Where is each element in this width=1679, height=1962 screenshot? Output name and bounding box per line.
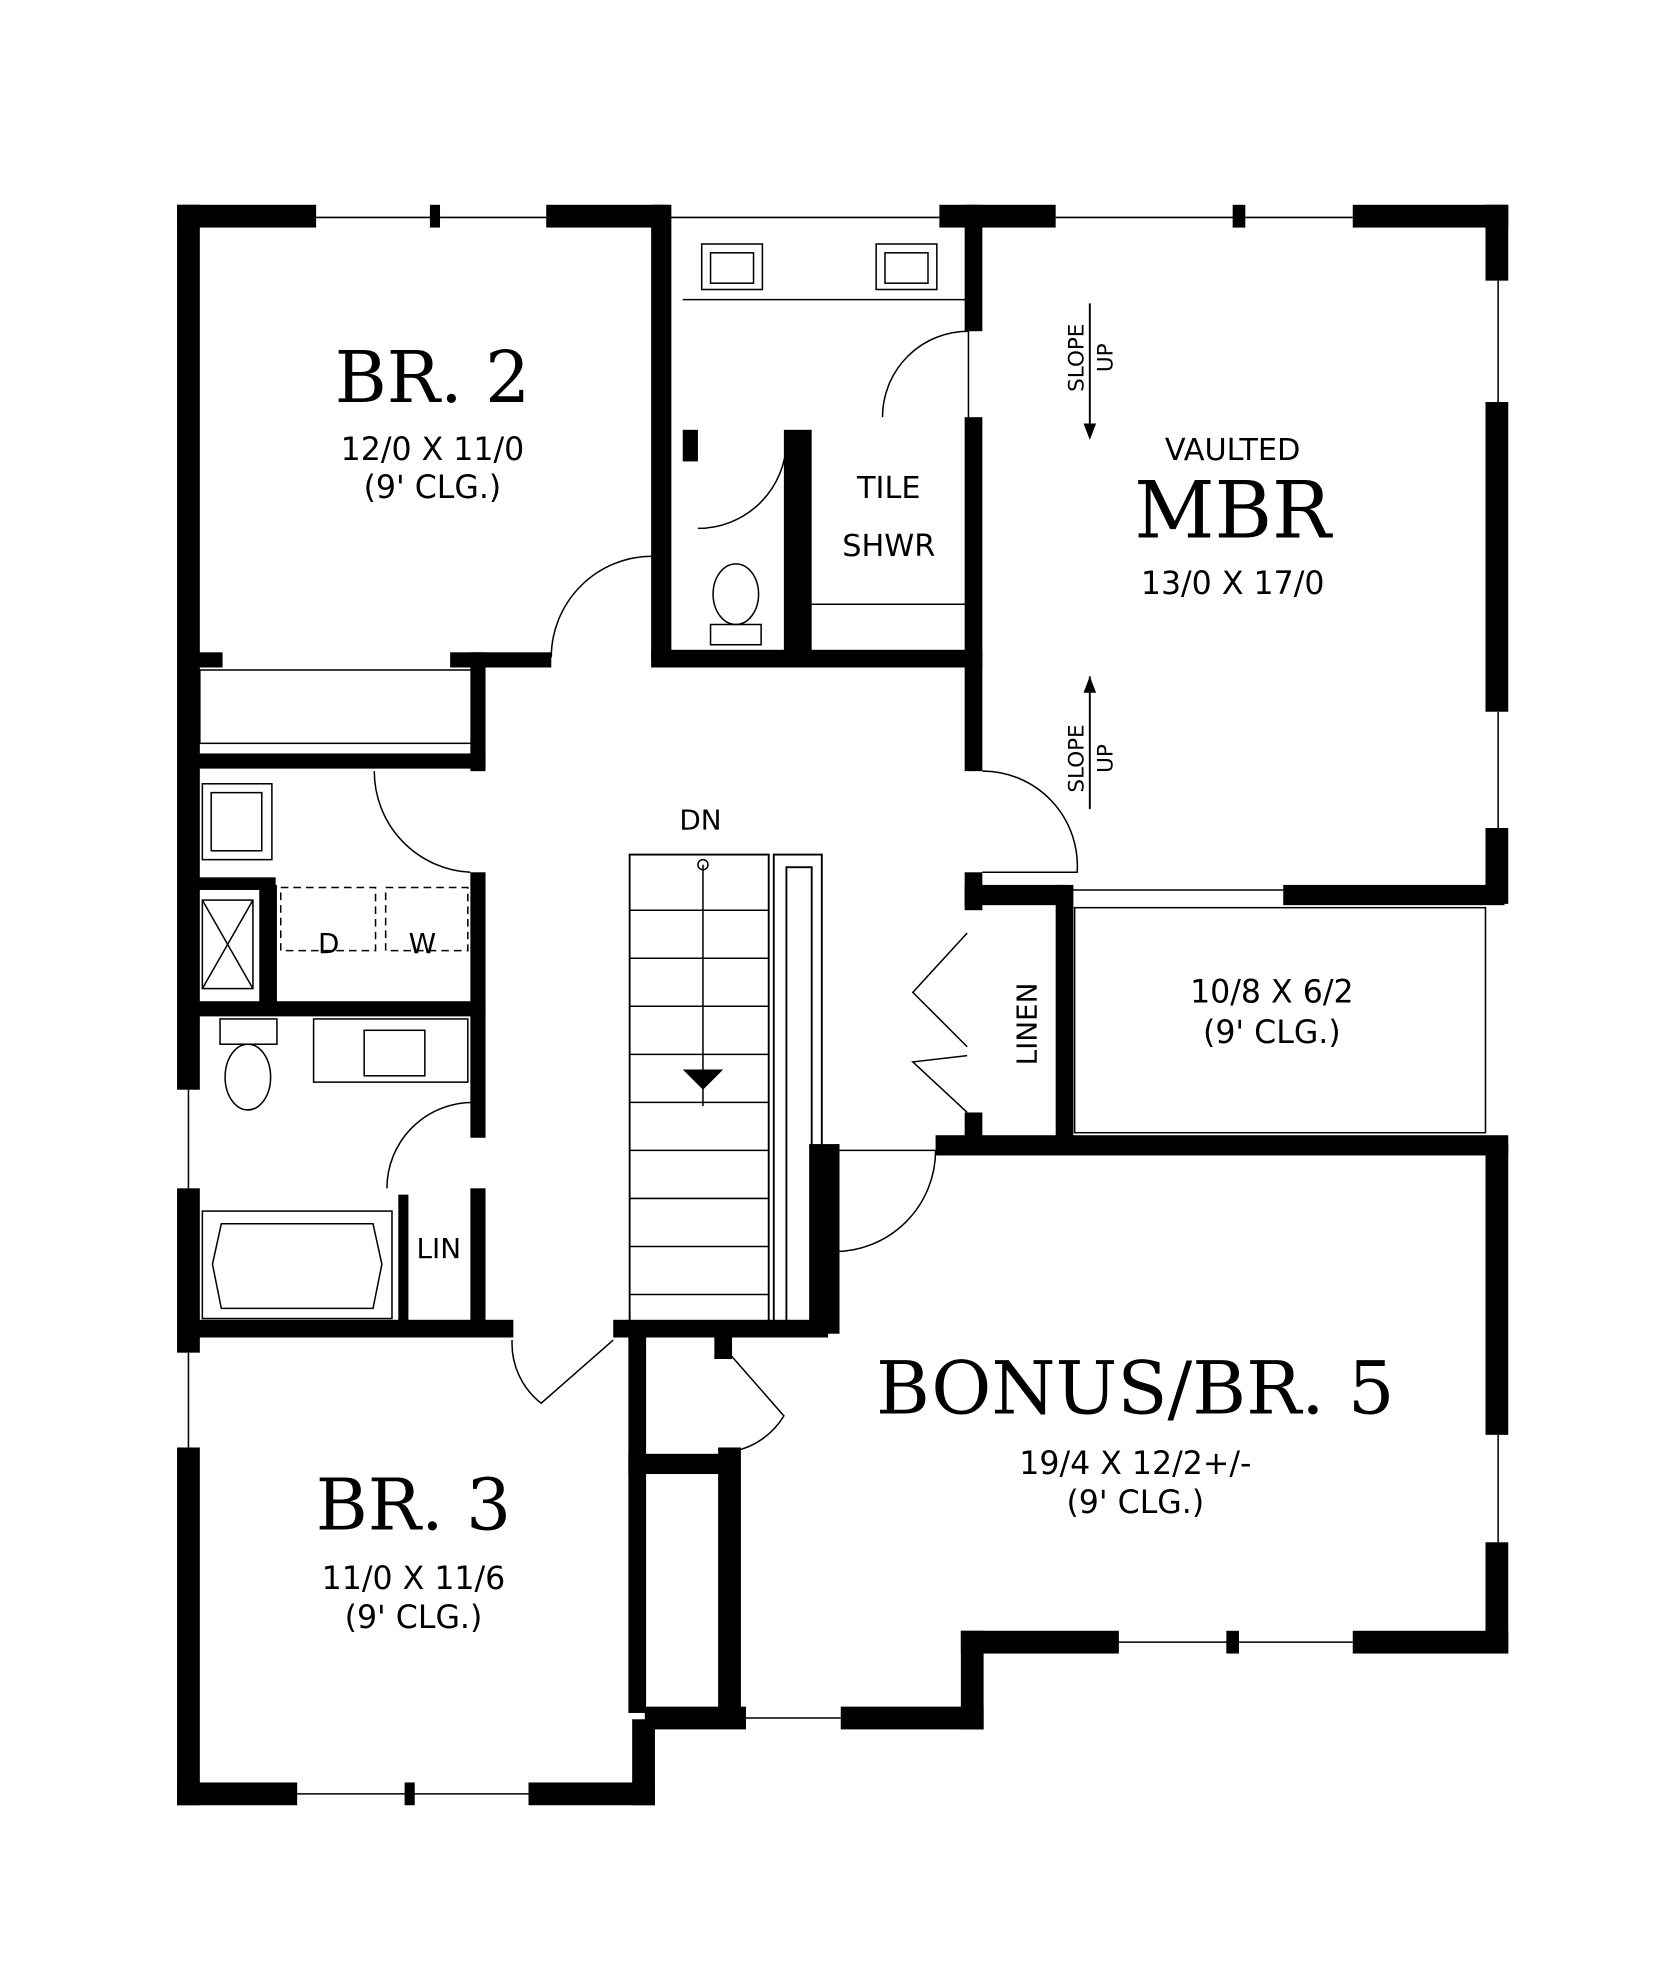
fixtures <box>199 243 1487 1320</box>
lin-label: LIN <box>417 1232 461 1265</box>
closet-size: 10/8 X 6/2 <box>1190 974 1354 1010</box>
slope-arrow-top: SLOPE UP <box>1064 303 1119 440</box>
closet-ceiling: (9' CLG.) <box>1203 1015 1341 1051</box>
slope-label: SLOPE <box>1064 324 1089 392</box>
br3-size: 11/0 X 11/6 <box>322 1561 506 1597</box>
doors[interactable] <box>373 330 1079 1453</box>
linen-label: LINEN <box>1011 983 1044 1066</box>
bonus-size: 19/4 X 12/2+/- <box>1019 1446 1251 1482</box>
toilet-icon <box>712 563 760 626</box>
up-label: UP <box>1094 744 1119 773</box>
mbr-name: MBR <box>1134 465 1333 556</box>
shwr-label: SHWR <box>842 529 935 564</box>
bonus-name: BONUS/BR. 5 <box>876 1346 1395 1431</box>
stairs-down-label: DN <box>679 803 721 836</box>
bathtub-icon <box>201 1210 393 1320</box>
walls <box>177 204 1509 1806</box>
washer-label: W <box>409 927 436 960</box>
washer-icon <box>384 886 469 952</box>
slope-arrow-bottom: SLOPE UP <box>1064 676 1119 810</box>
tile-label: TILE <box>856 471 921 506</box>
slope-label: SLOPE <box>1064 724 1089 792</box>
toilet-icon <box>224 1043 272 1111</box>
arrow-down-icon <box>682 1069 724 1090</box>
dryer-icon <box>279 886 377 952</box>
mbr-prefix: VAULTED <box>1165 433 1301 468</box>
sink-icon <box>875 243 938 291</box>
mbr-size: 13/0 X 17/0 <box>1141 566 1325 602</box>
staircase[interactable] <box>628 853 823 1324</box>
sink-icon <box>700 243 764 291</box>
up-label: UP <box>1094 343 1119 372</box>
br2-ceiling: (9' CLG.) <box>364 470 502 506</box>
br2-size: 12/0 X 11/0 <box>341 432 525 468</box>
dryer-label: D <box>318 927 339 960</box>
bonus-ceiling: (9' CLG.) <box>1066 1485 1204 1521</box>
br3-name: BR. 3 <box>316 1464 511 1547</box>
br3-ceiling: (9' CLG.) <box>345 1600 483 1636</box>
br2-name: BR. 2 <box>335 336 530 419</box>
